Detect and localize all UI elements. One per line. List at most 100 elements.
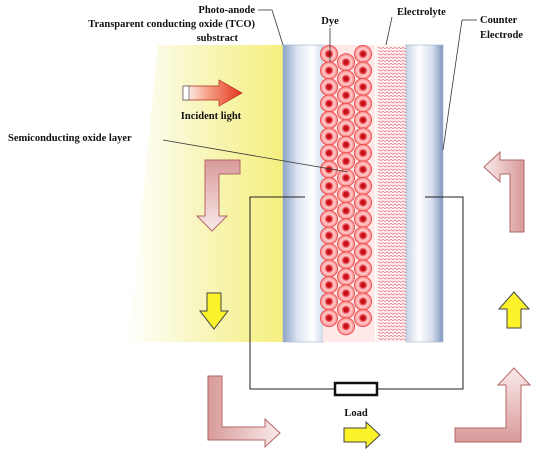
electrolyte-wave bbox=[377, 95, 407, 97]
bent-arrow-icon-right-bottom bbox=[454, 367, 532, 443]
dye-particle-core bbox=[326, 167, 332, 172]
dye-particle-core bbox=[343, 208, 349, 214]
dye-particle-core bbox=[343, 125, 349, 131]
label-incident-light: Incident light bbox=[181, 111, 242, 122]
electrolyte-wave bbox=[377, 242, 407, 245]
electrolyte-wave bbox=[377, 79, 407, 81]
electrolyte-wave bbox=[377, 101, 407, 104]
electrolyte-wave bbox=[377, 85, 407, 88]
electrolyte-wave bbox=[377, 335, 407, 337]
electrolyte-wave bbox=[377, 267, 407, 270]
electrolyte-wave bbox=[377, 226, 407, 229]
electrolyte-wave bbox=[377, 98, 407, 101]
dye-particle-core bbox=[326, 101, 332, 106]
dye-particle-core bbox=[343, 274, 349, 280]
electrolyte-region bbox=[376, 45, 406, 342]
electrolyte-wave bbox=[377, 280, 407, 283]
resistor-icon bbox=[333, 381, 379, 397]
label-electrolyte: Electrolyte bbox=[397, 7, 446, 18]
electrolyte-waves bbox=[377, 47, 407, 341]
electrolyte-wave bbox=[377, 91, 407, 94]
electrolyte-wave bbox=[377, 283, 407, 286]
electrolyte-wave bbox=[377, 261, 407, 264]
electrolyte-wave bbox=[377, 69, 407, 72]
electrolyte-wave bbox=[377, 149, 407, 152]
circuit-wire-left bbox=[249, 196, 335, 390]
dye-particle-core bbox=[360, 167, 366, 172]
dye-particle-core bbox=[326, 233, 332, 238]
electrolyte-wave bbox=[377, 88, 407, 91]
electrolyte-wave bbox=[377, 200, 407, 203]
dye-particle-core bbox=[343, 175, 349, 181]
dye-particle-core bbox=[326, 84, 332, 90]
dye-particle-core bbox=[360, 117, 366, 123]
dye-particle-core bbox=[343, 241, 349, 247]
electrolyte-wave bbox=[377, 303, 407, 305]
counter-electrode bbox=[405, 44, 444, 343]
dye-particle-core bbox=[343, 307, 349, 313]
dye-particle-core bbox=[326, 216, 332, 222]
electrolyte-wave bbox=[377, 107, 407, 110]
electrolyte-wave bbox=[377, 296, 407, 299]
electrolyte-wave bbox=[377, 251, 407, 254]
electrolyte-wave bbox=[377, 287, 407, 289]
electrolyte-wave bbox=[377, 245, 407, 248]
electrolyte-wave bbox=[377, 168, 407, 171]
yellow-arrow-icon-up bbox=[497, 291, 531, 329]
electrolyte-wave bbox=[377, 271, 407, 273]
electrolyte-wave bbox=[377, 162, 407, 165]
label-tco-line2: substract bbox=[197, 33, 239, 44]
dye-particle-core bbox=[360, 282, 366, 288]
electrolyte-wave bbox=[377, 136, 407, 139]
electrolyte-wave bbox=[377, 219, 407, 222]
electrolyte-wave bbox=[377, 255, 407, 257]
electrolyte-wave bbox=[377, 210, 407, 213]
electrolyte-wave bbox=[377, 235, 407, 238]
dye-particle-core bbox=[360, 183, 366, 189]
dye-particle-core bbox=[360, 51, 366, 57]
electrolyte-wave bbox=[377, 216, 407, 219]
electrolyte-wave bbox=[377, 139, 407, 142]
electrolyte-wave bbox=[377, 264, 407, 267]
dye-particle-core bbox=[343, 109, 349, 115]
dye-particle-core bbox=[360, 266, 366, 271]
label-photo-anode: Photo-anode bbox=[198, 5, 255, 16]
photo-anode-glass bbox=[282, 44, 326, 343]
bent-arrow-icon-left-top bbox=[195, 159, 241, 232]
leader-electrolyte bbox=[385, 16, 393, 46]
electrolyte-wave bbox=[377, 248, 407, 251]
yellow-arrow-icon-right bbox=[343, 420, 381, 450]
label-counter-line1: Counter bbox=[480, 15, 518, 26]
dye-particle-core bbox=[360, 134, 366, 139]
electrolyte-wave bbox=[377, 133, 407, 136]
dye-particle-core bbox=[343, 290, 349, 296]
dye-particle-core bbox=[326, 134, 332, 139]
electrolyte-wave bbox=[377, 104, 407, 107]
electrolyte-wave bbox=[377, 175, 407, 177]
label-load: Load bbox=[344, 408, 368, 419]
dye-particle-core bbox=[326, 315, 332, 321]
dye-particle-core bbox=[360, 200, 366, 205]
right-arrow-icon bbox=[182, 79, 243, 107]
electrolyte-wave bbox=[377, 299, 407, 302]
dye-particles bbox=[320, 45, 372, 336]
electrolyte-wave bbox=[377, 274, 407, 277]
electrolyte-wave bbox=[377, 328, 407, 331]
bent-arrow-icon-left-bottom bbox=[207, 375, 281, 449]
dye-particle-core bbox=[326, 249, 332, 255]
electrolyte-wave bbox=[377, 117, 407, 120]
electrolyte-wave bbox=[377, 130, 407, 133]
dye-particle-core bbox=[326, 117, 332, 123]
label-counter-line2: Electrode bbox=[480, 30, 523, 41]
label-dye: Dye bbox=[321, 16, 339, 27]
electrolyte-wave bbox=[377, 315, 407, 318]
electrolyte-wave bbox=[377, 171, 407, 174]
dye-particle-core bbox=[360, 150, 366, 156]
dye-particle-core bbox=[343, 92, 349, 98]
electrolyte-wave bbox=[377, 159, 407, 161]
electrolyte-wave bbox=[377, 165, 407, 168]
dye-particle-core bbox=[343, 224, 349, 230]
electrolyte-wave bbox=[377, 82, 407, 85]
dye-particle-core bbox=[326, 150, 332, 156]
